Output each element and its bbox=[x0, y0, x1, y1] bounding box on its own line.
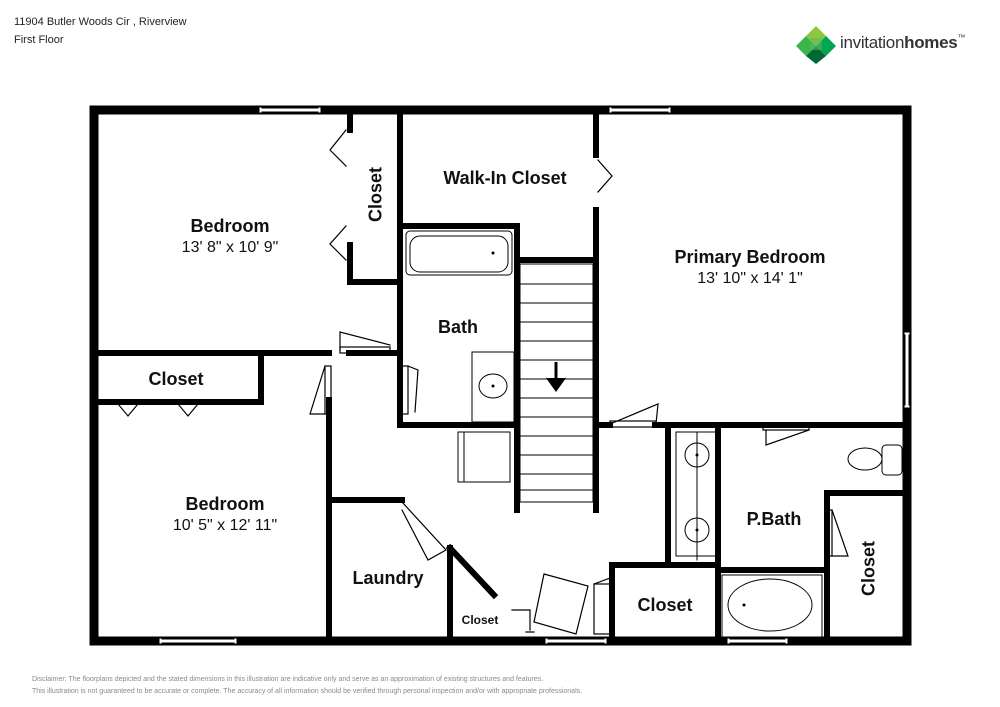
logo-word-invitation: invitation bbox=[840, 33, 905, 52]
room-bath: Bath bbox=[418, 317, 498, 338]
room-name: Bedroom bbox=[190, 216, 270, 236]
room-closet-top: Closet bbox=[365, 167, 386, 223]
bath-fixtures bbox=[405, 230, 903, 638]
room-dimensions: 13' 8" x 10' 9" bbox=[181, 239, 279, 256]
logo-trademark: ™ bbox=[957, 33, 966, 42]
room-bedroom-bottom: Bedroom 10' 5" x 12' 11" bbox=[135, 494, 315, 535]
stair-arrow-icon bbox=[546, 362, 566, 392]
room-name: Walk-In Closet bbox=[443, 168, 567, 188]
room-primary-bedroom: Primary Bedroom 13' 10" x 14' 1" bbox=[640, 247, 860, 288]
interior-walls bbox=[91, 107, 906, 644]
room-name: Closet bbox=[637, 595, 693, 615]
property-address: 11904 Butler Woods Cir , Riverview bbox=[14, 16, 187, 28]
room-name: Laundry bbox=[352, 568, 424, 588]
room-laundry: Laundry bbox=[340, 568, 436, 589]
room-name: P.Bath bbox=[746, 509, 802, 529]
room-closet-mid: Closet bbox=[126, 369, 226, 390]
disclaimer-line-2: This illustration is not guaranteed to b… bbox=[32, 688, 583, 695]
room-dimensions: 10' 5" x 12' 11" bbox=[172, 517, 278, 534]
room-name: Primary Bedroom bbox=[674, 247, 826, 267]
doors bbox=[117, 129, 849, 635]
green-diamond-logo-icon bbox=[796, 26, 836, 64]
room-closet-right: Closet bbox=[858, 541, 879, 597]
room-name: Bath bbox=[438, 317, 478, 337]
room-bedroom-top: Bedroom 13' 8" x 10' 9" bbox=[150, 216, 310, 257]
room-name: Bedroom bbox=[185, 494, 265, 514]
fixture-dots bbox=[491, 251, 746, 607]
room-closet-small: Closet bbox=[461, 613, 499, 627]
room-dimensions: 13' 10" x 14' 1" bbox=[697, 270, 803, 287]
staircase bbox=[519, 263, 594, 503]
company-logo: invitationhomes™ bbox=[796, 24, 986, 64]
window-lines bbox=[161, 107, 910, 644]
floor-label: First Floor bbox=[14, 34, 64, 46]
room-pbath: P.Bath bbox=[734, 509, 814, 530]
logo-word-homes: homes bbox=[904, 33, 958, 52]
disclaimer-line-1: Disclaimer: The floorplans depicted and … bbox=[32, 676, 544, 683]
room-walk-in-closet: Walk-In Closet bbox=[420, 168, 590, 189]
room-closet-bottom: Closet bbox=[625, 595, 705, 616]
windows bbox=[159, 107, 910, 644]
logo-wordmark: invitationhomes™ bbox=[840, 33, 965, 53]
room-name: Closet bbox=[148, 369, 204, 389]
